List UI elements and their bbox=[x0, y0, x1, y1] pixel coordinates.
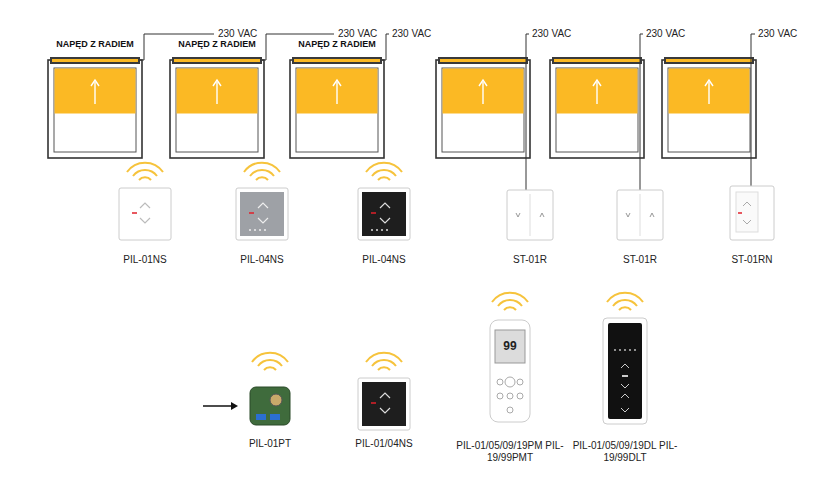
device: ST-01R bbox=[474, 186, 586, 266]
screen-reading: 99 bbox=[503, 340, 516, 352]
flush-module bbox=[250, 387, 290, 425]
wall-switch bbox=[236, 188, 288, 240]
device: PIL-04NS bbox=[206, 186, 318, 266]
model-name: PIL-01/05/09/19DL PIL-19/99DLT bbox=[569, 440, 681, 464]
supply-wire bbox=[140, 34, 755, 190]
voltage-label: 230 VAC bbox=[338, 28, 377, 40]
remote-control bbox=[603, 318, 647, 424]
drive-label: NAPĘD Z RADIEM bbox=[56, 38, 134, 50]
wall-switch bbox=[358, 188, 410, 240]
blind-drive: NAPĘD Z RADIEM bbox=[158, 38, 276, 60]
device: PIL-01PT bbox=[214, 384, 326, 450]
voltage-label: 230 VAC bbox=[646, 28, 685, 40]
voltage-label: 230 VAC bbox=[218, 28, 257, 40]
model-name: PIL-01/05/09/19PM PIL-19/99PMT bbox=[454, 440, 566, 464]
wired-switch bbox=[507, 190, 553, 240]
model-name: PIL-04NS bbox=[206, 254, 318, 266]
remote-control bbox=[490, 320, 530, 422]
device: PIL-04NS bbox=[328, 186, 440, 266]
device: PIL-01/04NS bbox=[328, 376, 440, 450]
wall-switch bbox=[358, 378, 410, 430]
device: PIL-01NS bbox=[89, 186, 201, 266]
pointer-arrow bbox=[203, 402, 238, 410]
drive-label: NAPĘD Z RADIEM bbox=[298, 38, 376, 50]
model-name: ST-01R bbox=[584, 254, 696, 266]
model-name: PIL-01/04NS bbox=[328, 438, 440, 450]
device: ST-01RN bbox=[696, 186, 808, 266]
model-name: PIL-04NS bbox=[328, 254, 440, 266]
blind-drive: NAPĘD Z RADIEM bbox=[36, 38, 154, 60]
device: ST-01R bbox=[584, 186, 696, 266]
drive-label: NAPĘD Z RADIEM bbox=[178, 38, 256, 50]
model-name: PIL-01PT bbox=[214, 438, 326, 450]
model-name: ST-01RN bbox=[696, 254, 808, 266]
wired-switch bbox=[730, 186, 774, 240]
voltage-label: 230 VAC bbox=[758, 28, 797, 40]
wall-switch bbox=[119, 188, 171, 240]
voltage-label: 230 VAC bbox=[392, 28, 431, 40]
voltage-label: 230 VAC bbox=[532, 28, 571, 40]
device: PIL-01/05/09/19DL PIL-19/99DLT bbox=[569, 316, 681, 464]
model-name: ST-01R bbox=[474, 254, 586, 266]
wired-switch bbox=[617, 190, 663, 240]
model-name: PIL-01NS bbox=[89, 254, 201, 266]
blind-drive: NAPĘD Z RADIEM bbox=[278, 38, 396, 60]
